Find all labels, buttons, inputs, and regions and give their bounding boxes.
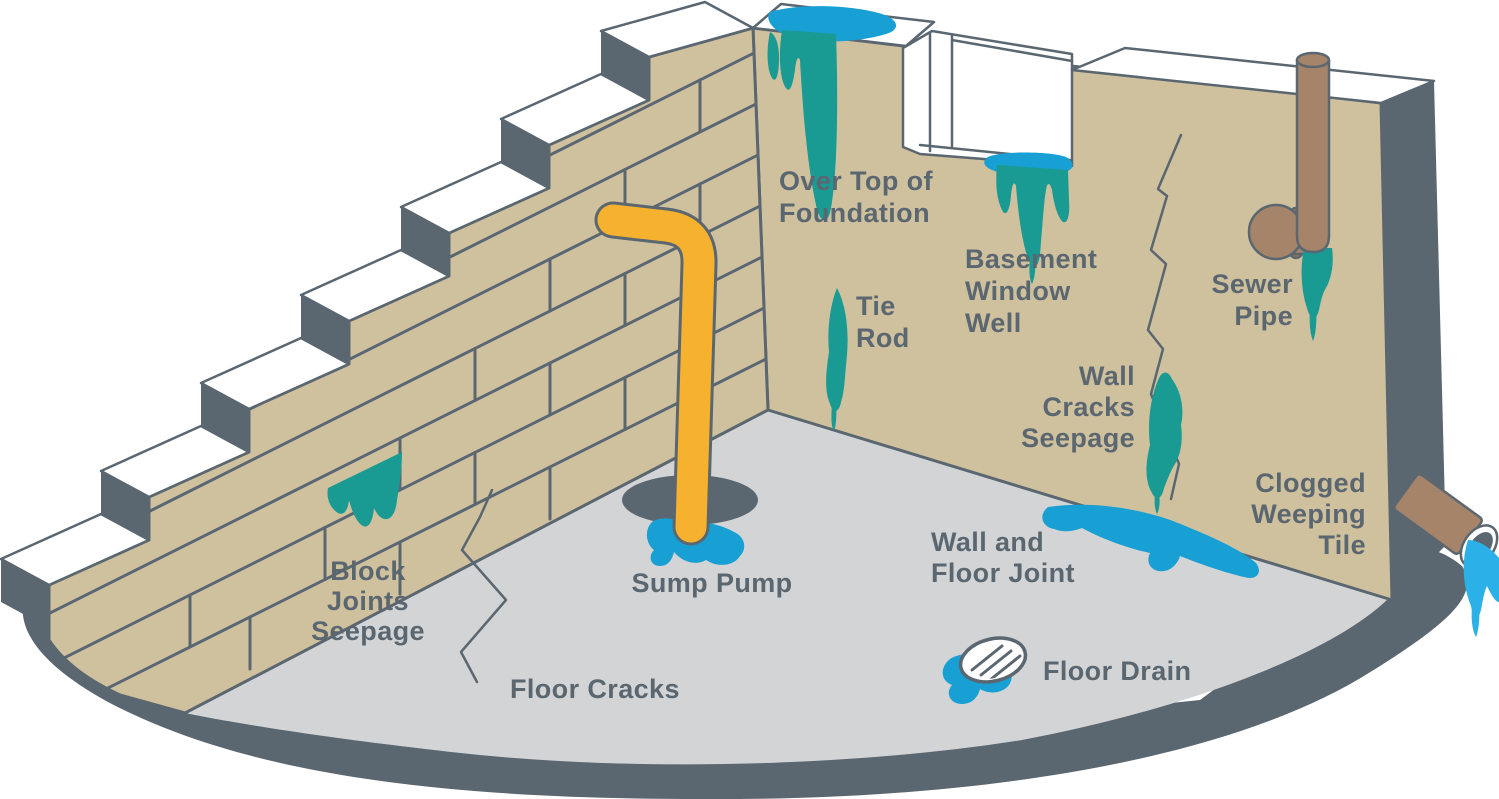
over-top-drip (779, 30, 838, 221)
label-line: Pipe (1234, 301, 1293, 331)
step-end-faces (1, 31, 649, 628)
sump-pump-assembly (594, 201, 758, 566)
label-line: Cracks (1043, 392, 1135, 422)
label-line: Well (965, 308, 1022, 338)
step-treads (0, 0, 755, 587)
foundation-wall-left (0, 0, 770, 715)
sewer-drip-tail (1309, 306, 1317, 341)
weeping-tile-pour-tail (1471, 603, 1480, 637)
label-line: Block (330, 556, 406, 586)
label-wall-cracks-seepage: Wall Cracks Seepage (1021, 361, 1135, 453)
label-line: Seepage (1021, 423, 1135, 453)
label-line: Seepage (311, 616, 425, 646)
label-line: Sewer (1211, 269, 1293, 299)
label-line: Tile (1318, 530, 1366, 560)
label-line: Wall and (931, 527, 1044, 557)
label-line: Wall (1079, 361, 1135, 391)
tie-rod-drip-tail (831, 403, 837, 431)
floor-drain-assembly (942, 636, 1028, 704)
wall-crack-seepage (1146, 372, 1183, 498)
sewer-pipe-flange (1247, 203, 1305, 261)
right-wall-end-face (1381, 81, 1446, 600)
window-drip-tail (1029, 256, 1036, 284)
label-line: Rod (856, 323, 910, 353)
over-top-drip-small (767, 32, 779, 80)
sump-pump-pipe (597, 204, 715, 543)
label-clogged-weeping-tile: Clogged Weeping Tile (1251, 468, 1366, 560)
foundation-wall-right (751, 2, 1446, 602)
label-line: Basement (965, 244, 1097, 274)
floor-crack (459, 488, 508, 684)
label-basement-window-well: Basement Window Well (965, 244, 1097, 338)
window-top-line (950, 38, 1074, 63)
label-wall-and-floor-joint: Wall and Floor Joint (931, 527, 1075, 588)
label-floor-drain: Floor Drain (1043, 656, 1191, 686)
label-line: Floor Drain (1043, 656, 1191, 686)
label-line: Over Top of (779, 166, 934, 196)
label-line: Floor Joint (931, 558, 1075, 588)
label-line: Weeping (1251, 499, 1366, 529)
sewer-pipe-icon (1247, 51, 1333, 341)
label-line: Sump Pump (631, 568, 792, 598)
label-line: Floor Cracks (510, 674, 680, 704)
label-block-joints-seepage: Block Joints Seepage (311, 556, 425, 646)
wall-floor-joint-puddle (1042, 504, 1259, 578)
label-line: Joints (327, 586, 409, 616)
sewer-drip (1301, 248, 1333, 319)
weeping-tile-pour (1463, 540, 1499, 618)
sewer-pipe-vertical (1295, 58, 1331, 254)
label-line: Tie (856, 291, 896, 321)
basement-window-well-opening (901, 29, 1074, 168)
label-sump-pump: Sump Pump (631, 568, 792, 598)
label-line: Foundation (779, 198, 930, 228)
sewer-pipe-top-cap (1295, 51, 1331, 69)
floor-drain-slats (970, 644, 1022, 682)
tie-rod-drip (826, 288, 848, 411)
label-sewer-pipe: Sewer Pipe (1211, 269, 1293, 331)
label-over-top-of-foundation: Over Top of Foundation (779, 166, 934, 228)
label-floor-cracks: Floor Cracks (510, 674, 680, 704)
basement-floor (185, 410, 1388, 765)
wall-crack-seepage-tail (1154, 491, 1160, 514)
label-line: Window (965, 276, 1071, 306)
block-joints-seepage-drip (327, 452, 402, 527)
window-drips (996, 165, 1070, 267)
label-line: Clogged (1255, 468, 1366, 498)
labels: Over Top of Foundation Basement Window W… (311, 166, 1366, 704)
label-tie-rod: Tie Rod (856, 291, 910, 353)
floor-drain-icon (958, 636, 1028, 684)
weeping-tile-pipe (1393, 473, 1499, 637)
